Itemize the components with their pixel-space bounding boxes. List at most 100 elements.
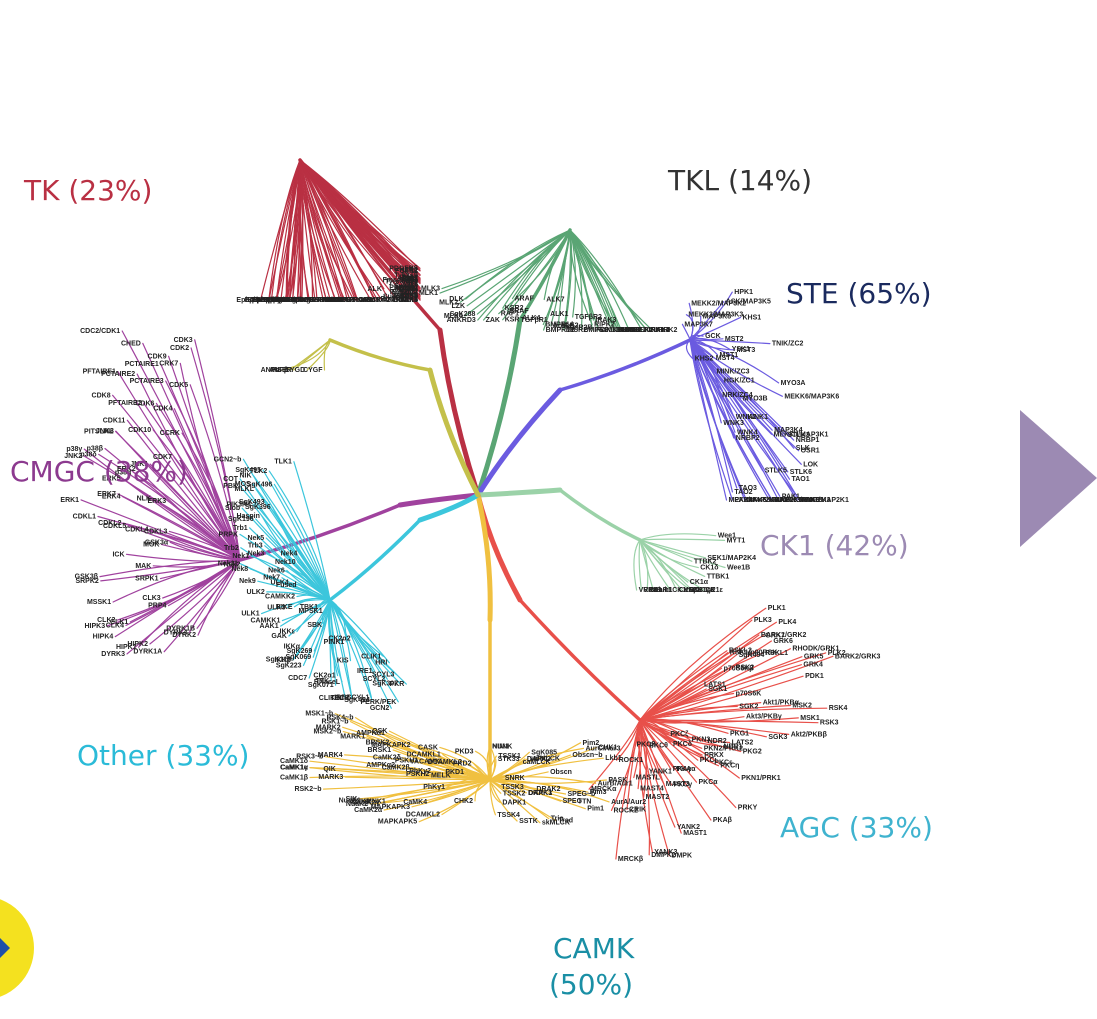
kinase-label-other: CAMKK1 bbox=[250, 618, 280, 625]
kinase-label-agc: MAST1 bbox=[683, 830, 707, 837]
kinase-label-ste: STLK3 bbox=[788, 432, 810, 439]
kinase-label-tkl: ARAF bbox=[515, 296, 535, 303]
next-arrow-icon[interactable] bbox=[1020, 410, 1097, 547]
kinase-label-other: AAK1 bbox=[260, 623, 279, 630]
kinase-label-camk: PASK bbox=[608, 777, 627, 784]
kinase-label-tk: JAK2~b bbox=[392, 293, 418, 300]
kinase-label-camk: CaMK1γ bbox=[280, 765, 308, 772]
kinase-label-agc: PKCθ bbox=[649, 742, 668, 749]
kinase-label-cmgc: CDK5 bbox=[169, 382, 188, 389]
kinase-label-camk: MARK2 bbox=[316, 724, 341, 731]
kinase-label-other: PBK bbox=[223, 483, 238, 490]
kinase-label-tkl: KSR bbox=[505, 317, 520, 324]
kinase-label-tk: HER2 bbox=[399, 267, 418, 274]
kinase-label-agc: PKCζ bbox=[670, 731, 689, 738]
kinase-label-tkl: TESK2 bbox=[631, 327, 654, 334]
branch-tkl-leaf bbox=[569, 229, 643, 331]
kinase-label-tk: Lyn bbox=[276, 297, 288, 304]
kinase-label-cmgc: PCTAIRE3 bbox=[130, 378, 164, 385]
kinase-label-camk: Trad bbox=[558, 818, 573, 825]
kinase-label-tk: FLT4 bbox=[402, 277, 418, 284]
kinase-label-tkl: LRRK2 bbox=[654, 327, 677, 334]
branch-agc-leaf bbox=[610, 719, 641, 811]
kinase-label-cmgc: MAK bbox=[135, 563, 151, 570]
kinase-label-camk: MARK3 bbox=[318, 774, 343, 781]
kinase-label-agc: PKAβ bbox=[713, 817, 733, 824]
kinase-label-tkl: ActR2B bbox=[567, 324, 592, 331]
branch-camk-leaf bbox=[489, 779, 607, 784]
branch-cmgc-leaf bbox=[168, 355, 241, 561]
kinase-label-tkl: BRAF bbox=[509, 308, 529, 315]
kinase-label-agc: p70S6Kβ bbox=[724, 665, 755, 672]
kinase-label-tkl: HH498 bbox=[617, 327, 639, 334]
branch-tk-leaf bbox=[299, 159, 411, 301]
kinase-label-camk: Obscn bbox=[550, 769, 572, 776]
kinase-label-camk: CaMK1α bbox=[280, 765, 309, 772]
kinase-label-tk: FGFR1 bbox=[395, 268, 418, 275]
kinase-label-other: SgK493 bbox=[239, 499, 265, 506]
kinase-label-misc: CYGF bbox=[303, 367, 323, 374]
branch-trunk-tk bbox=[437, 327, 481, 498]
kinase-label-ste: TNIK/ZC2 bbox=[772, 341, 804, 348]
kinase-label-ck1: CK1α2 bbox=[672, 587, 694, 594]
kinase-label-camk: MNK2 bbox=[350, 799, 370, 806]
kinase-label-tk: TIE2 bbox=[403, 286, 418, 293]
branch-ck1-leaf bbox=[638, 539, 642, 591]
kinase-label-ck1: SEK1/MAP2K4 bbox=[707, 555, 756, 562]
kinase-label-agc: MRCKα bbox=[591, 786, 617, 793]
kinase-label-ste: MST2 bbox=[725, 336, 744, 343]
kinase-label-camk: CaMK2γ bbox=[352, 799, 380, 806]
kinase-label-other: SgK496 bbox=[247, 481, 273, 488]
kinase-label-ste: TAO1 bbox=[792, 476, 810, 483]
kinase-label-ste: MYO3A bbox=[781, 380, 806, 387]
kinase-label-tk: LTK bbox=[393, 297, 406, 304]
branch-agc-leaf bbox=[639, 719, 672, 745]
kinase-label-tk: JAK2 bbox=[400, 275, 418, 282]
kinase-label-tk: IGF1R bbox=[325, 297, 346, 304]
kinase-label-camk: NIM1 bbox=[492, 744, 509, 751]
kinase-label-tk: Tyro3/Sky bbox=[385, 279, 418, 286]
branch-tk-leaf bbox=[299, 159, 327, 301]
kinase-label-tk: EphA5 bbox=[252, 297, 274, 304]
branch-camk-leaf bbox=[439, 746, 491, 781]
kinase-label-agc: PLK1 bbox=[768, 605, 786, 612]
kinase-label-tk: EphA2 bbox=[261, 297, 283, 304]
kinase-label-other: GAK bbox=[271, 633, 287, 640]
kinase-label-camk: DAPK2 bbox=[527, 756, 551, 763]
kinase-label-other: PINK1 bbox=[324, 639, 345, 646]
kinase-label-agc: MSK1 bbox=[800, 715, 820, 722]
kinase-label-ste: ASK/MAP3K5 bbox=[726, 299, 771, 306]
kinase-label-ste: PAK5 bbox=[748, 497, 766, 504]
kinase-label-tkl: ALK2 bbox=[560, 323, 578, 330]
branch-ck1-leaf bbox=[639, 539, 649, 591]
kinase-label-tk: CCK4/PTK7 bbox=[366, 297, 405, 304]
kinase-label-tkl: MLK1 bbox=[419, 290, 438, 297]
kinase-label-camk: NuaK2 bbox=[346, 801, 368, 808]
branch-other-leaf bbox=[324, 598, 333, 612]
kinase-label-tk: TEC bbox=[272, 297, 286, 304]
kinase-label-tk: FAK bbox=[400, 297, 414, 304]
kinase-label-agc: PKN2/PRK2 bbox=[704, 745, 743, 752]
kinase-label-camk: STK33 bbox=[498, 756, 520, 763]
kinase-label-agc: NDR1 bbox=[724, 743, 743, 750]
branch-tkl-leaf bbox=[569, 229, 593, 326]
branch-agc-leaf bbox=[639, 719, 719, 767]
kinase-label-cmgc: PCTAIRE1 bbox=[125, 361, 159, 368]
kinase-label-tk: EphB3 bbox=[265, 297, 287, 304]
kinase-label-cmgc: SRPK1 bbox=[135, 576, 158, 583]
kinase-label-cmgc: p38β bbox=[87, 446, 104, 453]
kinase-label-ste: MAP2K5 bbox=[774, 497, 803, 504]
kinase-label-tkl: DLK bbox=[449, 296, 463, 303]
kinase-label-tk: EGFR bbox=[399, 286, 418, 293]
kinase-label-other: SBK bbox=[307, 622, 322, 629]
kinase-label-camk: CASK bbox=[418, 744, 438, 751]
branch-ck1-leaf bbox=[639, 539, 678, 591]
kinase-label-tk: TXK bbox=[293, 297, 307, 304]
branch-camk-leaf bbox=[474, 750, 491, 781]
branch-tk-leaf bbox=[299, 159, 346, 301]
kinase-label-ste: PAK3 bbox=[802, 497, 820, 504]
kinase-label-tk: Yes bbox=[272, 297, 284, 304]
kinase-label-tk: JAK3 bbox=[400, 297, 418, 304]
kinase-label-ck1: Wee1 bbox=[718, 533, 736, 540]
kinase-label-other: Trb1 bbox=[233, 525, 248, 532]
